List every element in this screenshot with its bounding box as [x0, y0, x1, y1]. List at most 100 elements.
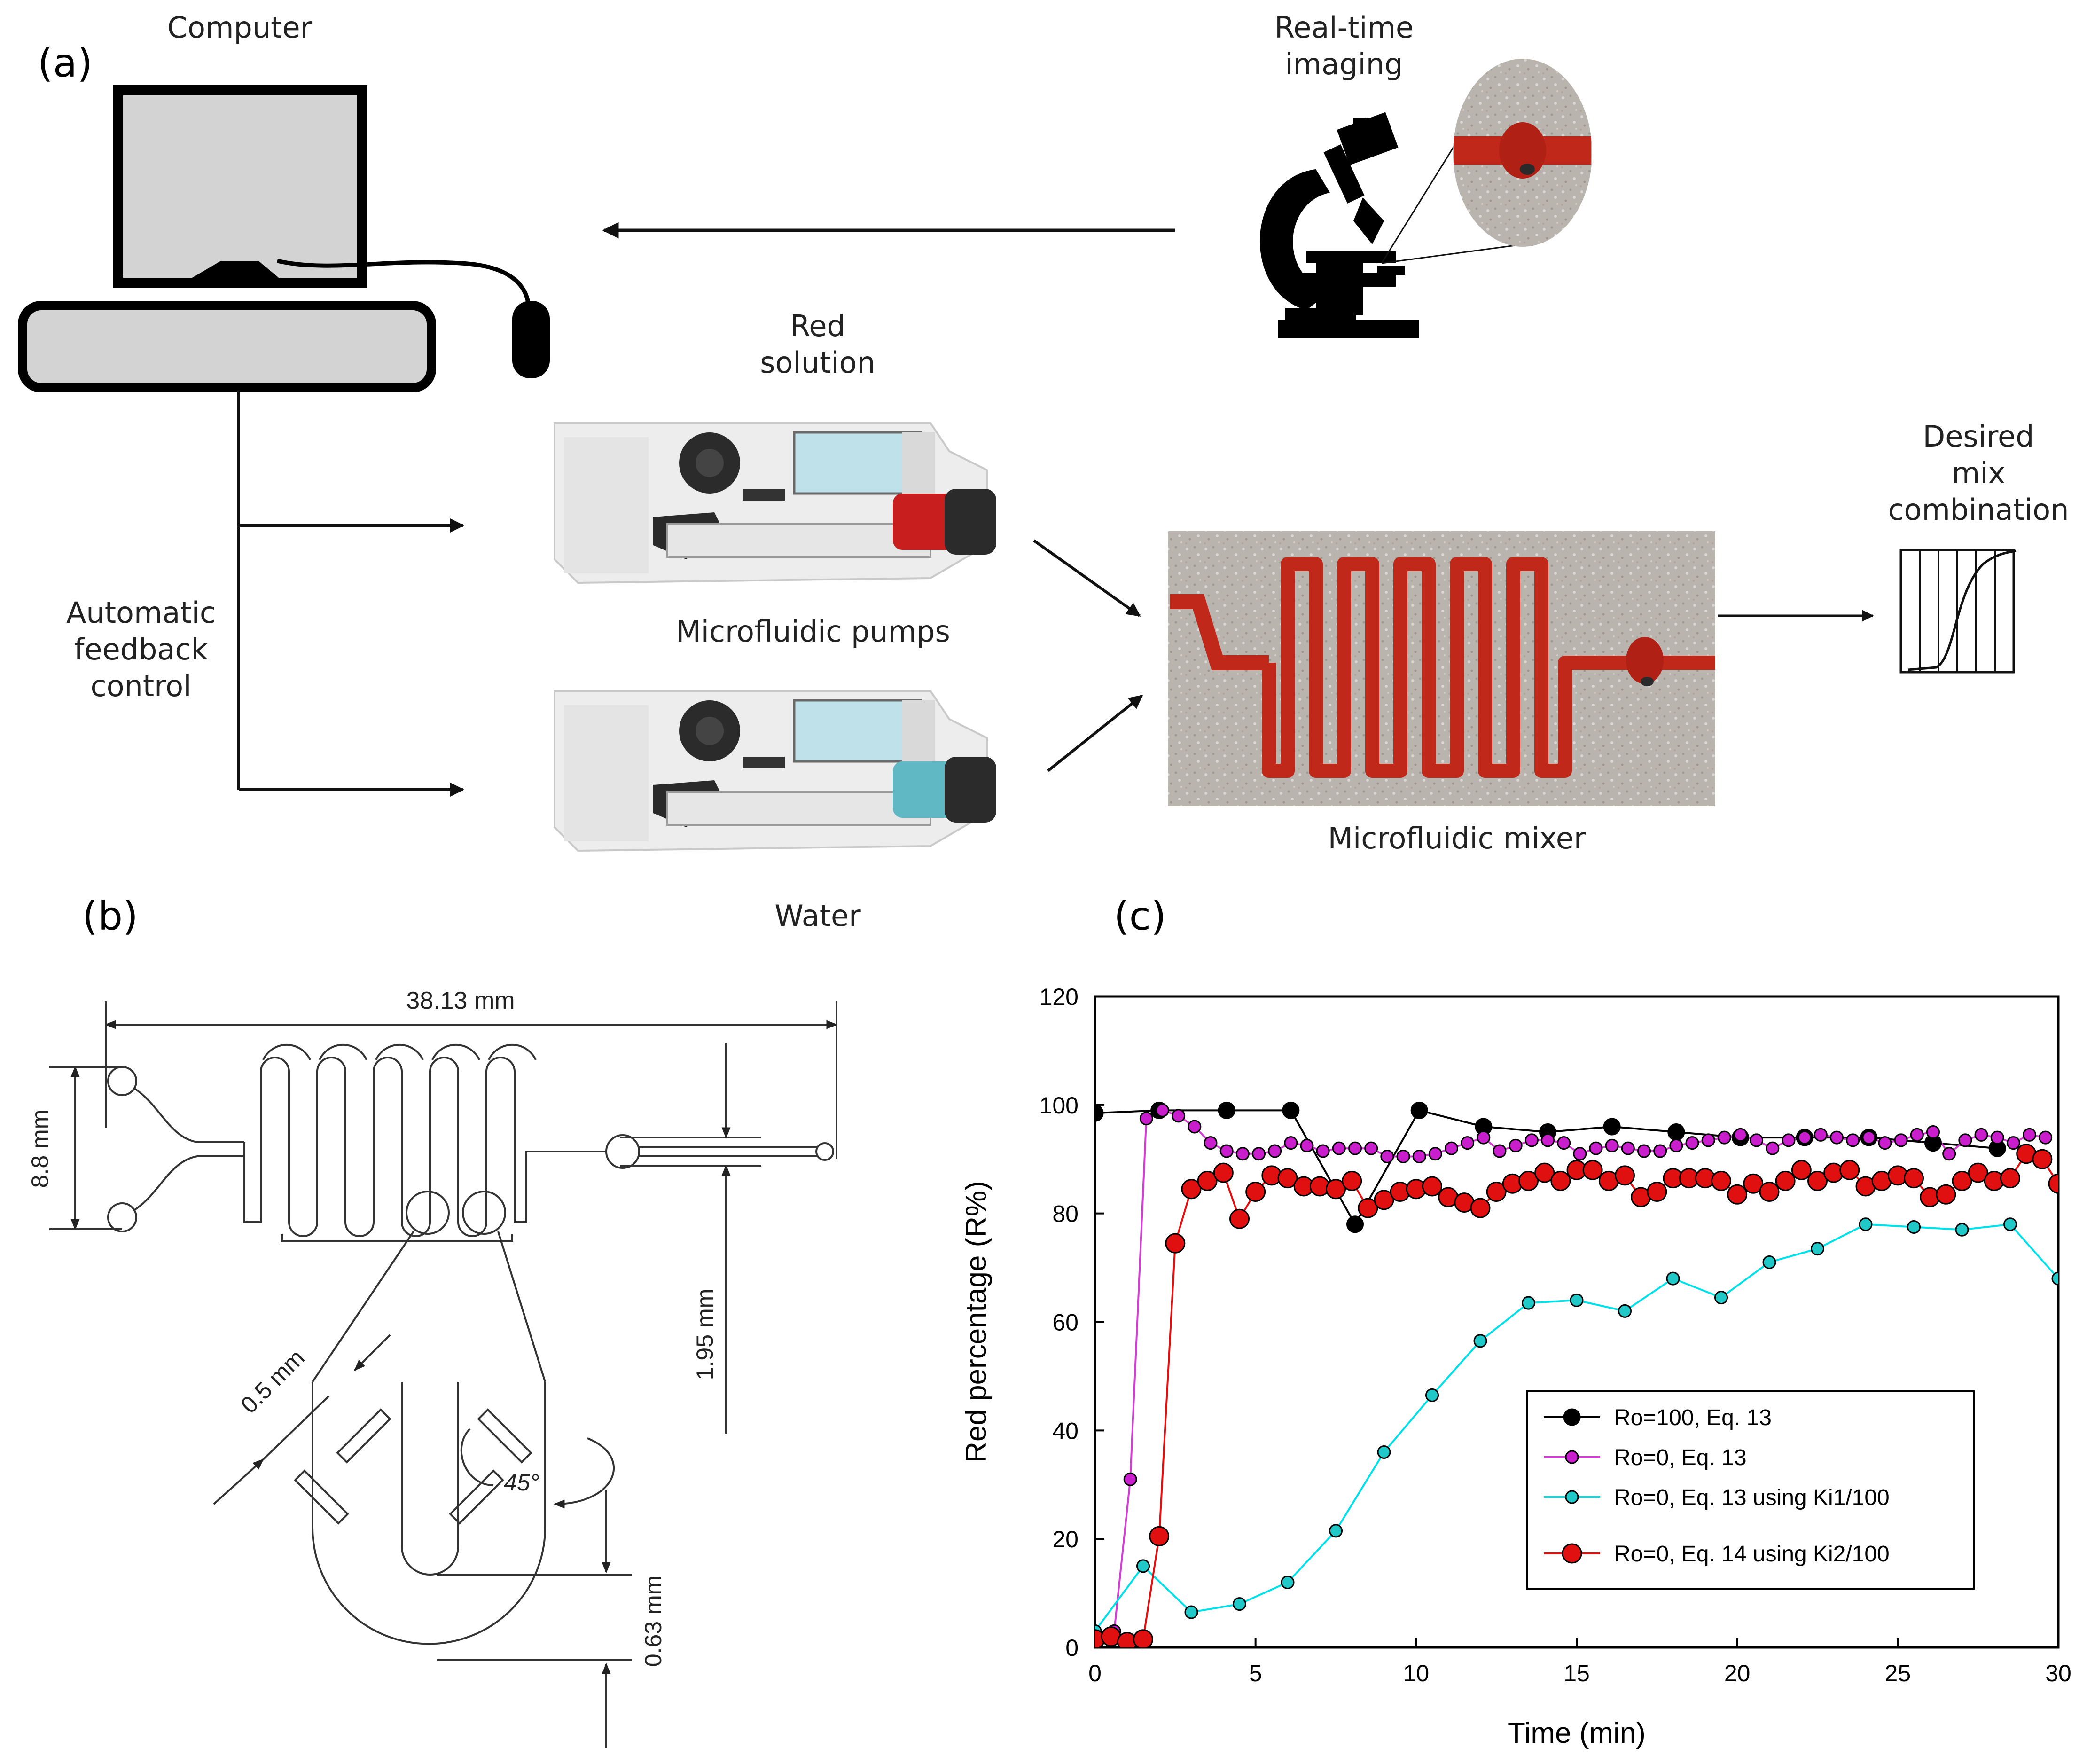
data-point	[1425, 1388, 1439, 1402]
data-point	[1904, 1168, 1924, 1189]
data-point	[1621, 1141, 1635, 1155]
data-point	[1233, 1597, 1246, 1611]
data-point	[1907, 1220, 1921, 1234]
legend-marker	[1563, 1408, 1581, 1426]
data-point	[1486, 1182, 1507, 1202]
data-point	[1582, 1160, 1603, 1180]
data-point	[1412, 1149, 1426, 1163]
x-axis-label: Time (min)	[1508, 1717, 1646, 1749]
y-tick-label: 120	[1040, 984, 1079, 1010]
data-point	[1172, 1109, 1186, 1123]
data-point	[1522, 1296, 1535, 1310]
data-point	[1859, 1217, 1873, 1231]
magnified-view	[1453, 59, 1592, 247]
data-point	[1685, 1136, 1699, 1150]
data-point	[1184, 1605, 1198, 1619]
data-point	[1358, 1198, 1378, 1218]
microscope-icon	[1259, 65, 1523, 338]
red-line-1: Red	[790, 309, 845, 343]
data-point	[1326, 1179, 1346, 1200]
legend-box	[1526, 1390, 1975, 1590]
data-point	[1637, 1144, 1651, 1158]
data-point	[1782, 1133, 1796, 1147]
data-point	[1589, 1141, 1603, 1155]
data-point	[1316, 1144, 1330, 1158]
mix-curve-icon	[1899, 549, 2017, 674]
data-point	[1666, 1271, 1680, 1286]
data-point	[2006, 1136, 2020, 1150]
data-point	[1990, 1130, 2004, 1145]
data-point	[1377, 1445, 1391, 1459]
data-point	[1136, 1559, 1150, 1573]
data-point	[1235, 1147, 1250, 1161]
data-point	[1156, 1103, 1169, 1117]
legend-marker	[1562, 1543, 1582, 1564]
data-point	[1862, 1130, 1876, 1145]
water-label: Water	[774, 899, 861, 933]
data-point	[1095, 1104, 1104, 1122]
data-point	[1188, 1120, 1202, 1134]
data-point	[1811, 1242, 1824, 1256]
y-tick-label: 0	[1065, 1635, 1079, 1661]
data-point	[1727, 1184, 1748, 1205]
data-point	[1894, 1133, 1908, 1147]
data-point	[1342, 1170, 1362, 1191]
legend-label: Ro=0, Eq. 13	[1614, 1445, 1747, 1470]
desired-line-1: Desired	[1923, 419, 2034, 454]
dim-length-label: 38.13 mm	[406, 987, 515, 1014]
y-axis-label: Red percentage (R%)	[960, 1181, 993, 1463]
computer-label: Computer	[167, 10, 313, 45]
legend-marker	[1565, 1450, 1579, 1464]
data-point	[1204, 1136, 1218, 1150]
feedback-line-1: Automatic	[66, 596, 216, 630]
feedback-line-2: feedback	[74, 632, 208, 666]
data-point	[1518, 1170, 1539, 1191]
data-point	[1282, 1101, 1300, 1119]
data-point	[1942, 1147, 1956, 1161]
data-point	[1701, 1133, 1715, 1147]
x-tick-label: 10	[1403, 1660, 1430, 1686]
data-point	[1396, 1149, 1410, 1163]
data-point	[1348, 1141, 1362, 1155]
data-point	[1791, 1160, 1812, 1180]
legend-label: Ro=0, Eq. 13 using Ki1/100	[1614, 1485, 1890, 1510]
data-point	[1219, 1144, 1234, 1158]
data-point	[1743, 1173, 1764, 1194]
pumps-label: Microfluidic pumps	[676, 614, 950, 649]
realtime-line-2: imaging	[1285, 47, 1403, 81]
data-point	[1734, 1128, 1747, 1142]
desired-line-3: combination	[1888, 493, 2069, 527]
legend-label: Ro=100, Eq. 13	[1614, 1405, 1772, 1430]
data-point	[1473, 1334, 1487, 1348]
red-line-2: solution	[760, 345, 875, 380]
data-point	[1332, 1141, 1346, 1155]
data-point	[1470, 1198, 1491, 1218]
data-point	[1766, 1141, 1780, 1155]
y-tick-label: 60	[1052, 1309, 1079, 1336]
data-point	[1346, 1215, 1364, 1233]
data-point	[1846, 1133, 1860, 1147]
feedback-line-3: control	[90, 669, 192, 703]
data-point	[1711, 1170, 1731, 1191]
data-point	[1955, 1223, 1969, 1237]
mixer-label: Microfluidic mixer	[1328, 821, 1586, 855]
data-point	[1541, 1133, 1555, 1147]
dim-height-label: 8.8 mm	[27, 1109, 53, 1188]
data-point	[1830, 1130, 1844, 1145]
data-point	[1329, 1524, 1343, 1538]
data-point	[1958, 1133, 1972, 1147]
data-point	[1139, 1112, 1153, 1126]
data-point	[1667, 1123, 1685, 1141]
data-point	[1461, 1136, 1475, 1150]
data-point	[1477, 1130, 1491, 1145]
x-tick-label: 0	[1088, 1660, 1102, 1686]
feedback-label: Automatic feedback control	[38, 595, 244, 705]
data-point	[1798, 1130, 1812, 1145]
data-point	[1714, 1291, 1728, 1305]
data-point	[2032, 1149, 2053, 1169]
data-point	[1910, 1128, 1924, 1142]
data-point	[1557, 1136, 1571, 1150]
data-point	[1647, 1182, 1667, 1202]
data-point	[2051, 1271, 2058, 1286]
x-tick-label: 25	[1885, 1660, 1911, 1686]
